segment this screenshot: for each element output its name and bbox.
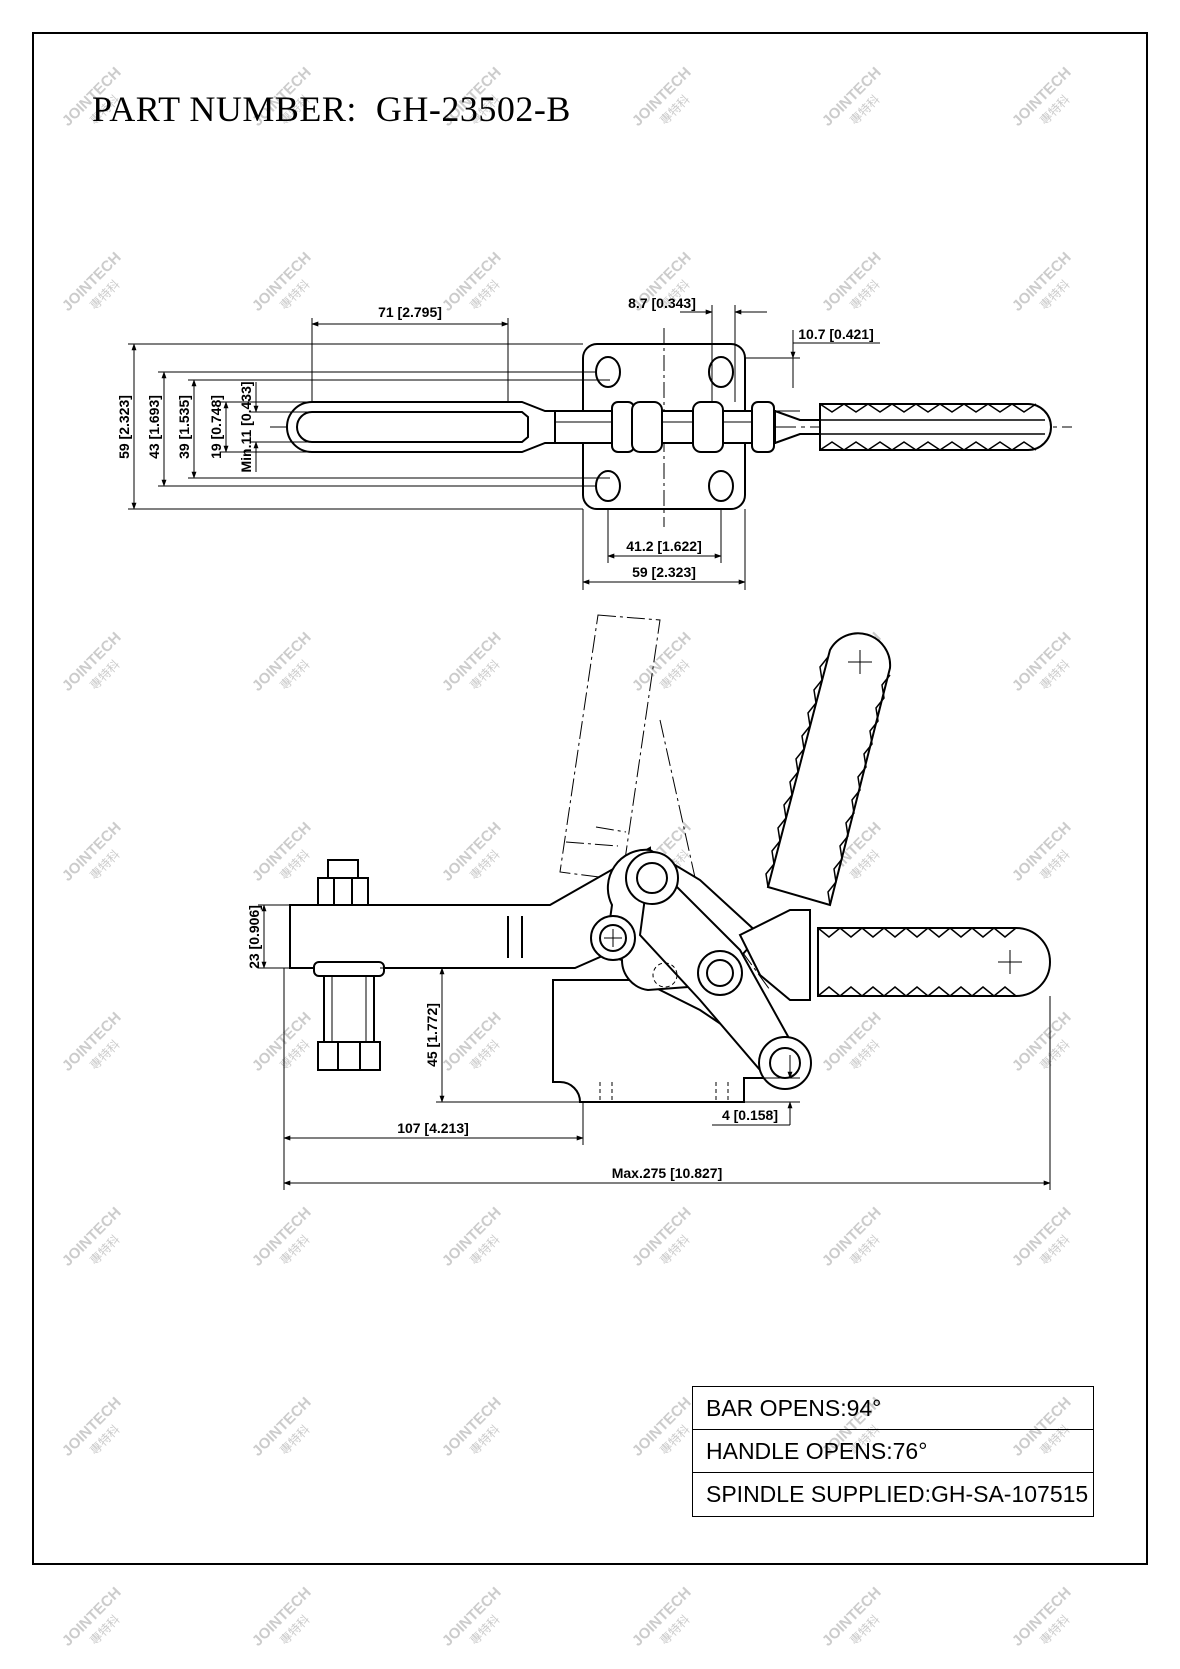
dim-label-71: 71 [2.795] [378, 304, 442, 320]
part-number-title: PART NUMBER: GH-23502-B [92, 89, 571, 129]
dim-label-19: 19 [0.748] [208, 395, 224, 459]
grip-knurl [819, 403, 1037, 451]
dim-label-41-2: 41.2 [1.622] [626, 538, 702, 554]
top-view-dim-labels: 71 [2.795] 8.7 [0.343] 10.7 [0.421] 41.2… [116, 295, 874, 580]
dim-label-23: 23 [0.906] [246, 905, 262, 969]
pivot-pin [599, 924, 627, 952]
top-view [270, 328, 1072, 527]
mounting-hole [708, 470, 734, 502]
pivot-pin [652, 962, 678, 988]
dim-label-59-bottom: 59 [2.323] [632, 564, 696, 580]
pivot-pin [636, 862, 668, 894]
side-view-dim-labels: 23 [0.906] 45 [1.772] 4 [0.158] 107 [4.2… [246, 905, 778, 1181]
spindle-bolt-head [317, 1041, 381, 1071]
grip-handle-closed [817, 927, 1051, 997]
side-view-dimensions [258, 904, 1051, 1190]
mounting-hole [595, 356, 621, 388]
pivot-pin [706, 959, 734, 987]
spec-table: BAR OPENS:94° HANDLE OPENS:76° SPINDLE S… [692, 1386, 1094, 1517]
handle-lever [738, 909, 811, 1001]
dim-label-10-7: 10.7 [0.421] [798, 326, 874, 342]
spindle-washer [313, 961, 385, 977]
spec-handle-opens: HANDLE OPENS:76° [693, 1430, 1093, 1473]
grip-handle-open [766, 632, 892, 907]
dim-label-8-7: 8.7 [0.343] [628, 295, 696, 311]
side-view [289, 632, 1051, 1103]
grip-knurl [765, 656, 891, 906]
dim-label-43: 43 [1.693] [146, 395, 162, 459]
spec-bar-opens: BAR OPENS:94° [693, 1387, 1093, 1430]
top-view-dimensions [128, 305, 880, 590]
grip-knurl [817, 927, 1017, 997]
clamp-body [554, 410, 776, 444]
spec-spindle-supplied: SPINDLE SUPPLIED:GH-SA-107515 [706, 1481, 1089, 1507]
dim-label-107: 107 [4.213] [397, 1120, 469, 1136]
arm-slot [296, 411, 529, 443]
sheet-border [32, 32, 1148, 1565]
dim-label-45: 45 [1.772] [424, 1003, 440, 1067]
center-marks [604, 650, 1022, 974]
pivot-pin [697, 950, 743, 996]
clamp-arm [286, 401, 556, 453]
dim-label-min11: Min.11 [0.433] [238, 381, 254, 472]
pivot-pin [625, 851, 679, 905]
spindle-nut [317, 877, 369, 909]
pivot [611, 401, 635, 453]
mounting-hole [595, 470, 621, 502]
pivot [631, 401, 663, 453]
dim-label-59-left: 59 [2.323] [116, 395, 132, 459]
dim-label-4: 4 [0.158] [722, 1107, 778, 1123]
pivot [751, 401, 775, 453]
pivot-pin [758, 1036, 812, 1090]
dim-label-39: 39 [1.535] [176, 395, 192, 459]
dim-label-275: Max.275 [10.827] [612, 1165, 723, 1181]
pivot [692, 401, 724, 453]
mounting-hole [708, 356, 734, 388]
